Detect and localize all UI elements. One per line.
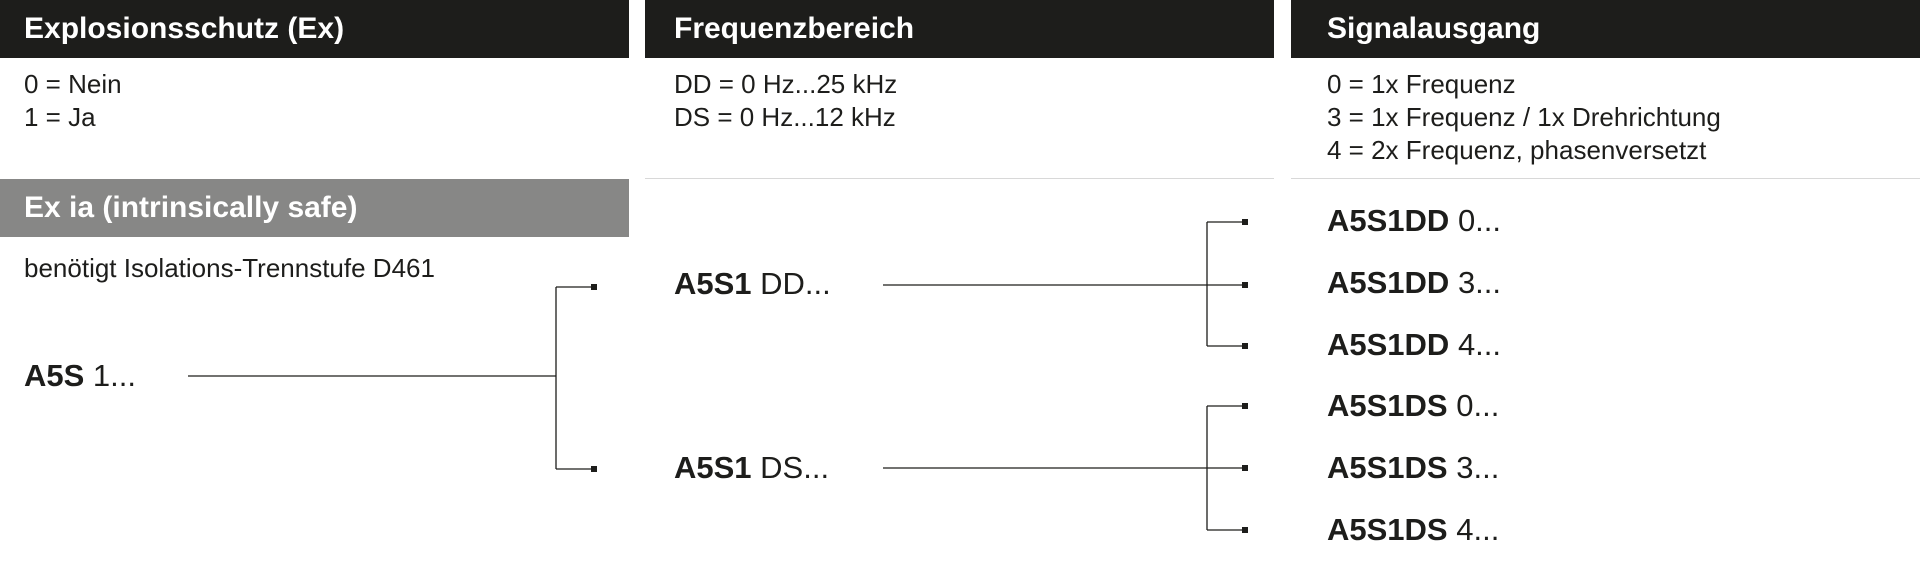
- code-bold: A5S1DS: [1327, 388, 1448, 423]
- code-rest: 4...: [1447, 512, 1500, 547]
- code-a5s1-ds-bold: A5S1: [674, 450, 752, 485]
- connector-endpoint: [591, 284, 597, 290]
- code-bold: A5S1DD: [1327, 327, 1450, 362]
- code-a5s1-dd-bold: A5S1: [674, 266, 752, 301]
- code-rest: 3...: [1447, 450, 1500, 485]
- option-freq-ds: DS = 0 Hz...12 kHz: [674, 102, 896, 132]
- code-a5s1dd-3: A5S1DD 3...: [1327, 263, 1501, 303]
- code-a5s1-dd-rest: DD...: [751, 266, 831, 301]
- code-a5s1dd-0: A5S1DD 0...: [1327, 201, 1501, 241]
- connector-dd: [883, 221, 1245, 347]
- code-a5s1ds-4: A5S1DS 4...: [1327, 510, 1499, 550]
- code-bold: A5S1DS: [1327, 512, 1448, 547]
- header-explosionsschutz: Explosionsschutz (Ex): [0, 0, 629, 58]
- option-signal-0: 0 = 1x Frequenz: [1327, 69, 1516, 99]
- code-a5s1dd-4: A5S1DD 4...: [1327, 325, 1501, 365]
- header-frequenzbereich: Frequenzbereich: [645, 0, 1274, 58]
- option-signal-3: 3 = 1x Frequenz / 1x Drehrichtung: [1327, 102, 1721, 132]
- code-a5s-rest: 1...: [84, 358, 137, 393]
- connector-ds: [883, 405, 1245, 531]
- subheader-ex-ia: Ex ia (intrinsically safe): [0, 179, 629, 237]
- code-rest: 4...: [1449, 327, 1502, 362]
- isolation-note: benötigt Isolations-Trennstufe D461: [24, 253, 435, 283]
- option-ex-0: 0 = Nein: [24, 69, 122, 99]
- connector-endpoint: [1242, 343, 1248, 349]
- option-freq-dd: DD = 0 Hz...25 kHz: [674, 69, 898, 99]
- connector-endpoint: [1242, 403, 1248, 409]
- code-a5s1-ds: A5S1 DS...: [674, 448, 829, 488]
- code-rest: 0...: [1449, 203, 1502, 238]
- divider-col3: [1291, 178, 1920, 179]
- option-signal-4: 4 = 2x Frequenz, phasenversetzt: [1327, 135, 1707, 165]
- divider-col2: [645, 178, 1274, 179]
- code-rest: 0...: [1447, 388, 1500, 423]
- option-ex-1: 1 = Ja: [24, 102, 96, 132]
- header-signalausgang: Signalausgang: [1291, 0, 1920, 58]
- code-rest: 3...: [1449, 265, 1502, 300]
- connector-a5s: [188, 286, 594, 470]
- connector-endpoint: [591, 466, 597, 472]
- code-a5s-bold: A5S: [24, 358, 85, 393]
- code-a5s1ds-0: A5S1DS 0...: [1327, 386, 1499, 426]
- code-a5s: A5S 1...: [24, 356, 136, 396]
- code-bold: A5S1DD: [1327, 203, 1450, 238]
- connector-endpoint: [1242, 527, 1248, 533]
- connector-endpoint: [1242, 219, 1248, 225]
- code-a5s1ds-3: A5S1DS 3...: [1327, 448, 1499, 488]
- code-a5s1-dd: A5S1 DD...: [674, 264, 831, 304]
- connector-endpoint: [1242, 282, 1248, 288]
- code-bold: A5S1DS: [1327, 450, 1448, 485]
- connector-endpoint: [1242, 465, 1248, 471]
- code-bold: A5S1DD: [1327, 265, 1450, 300]
- code-a5s1-ds-rest: DS...: [751, 450, 830, 485]
